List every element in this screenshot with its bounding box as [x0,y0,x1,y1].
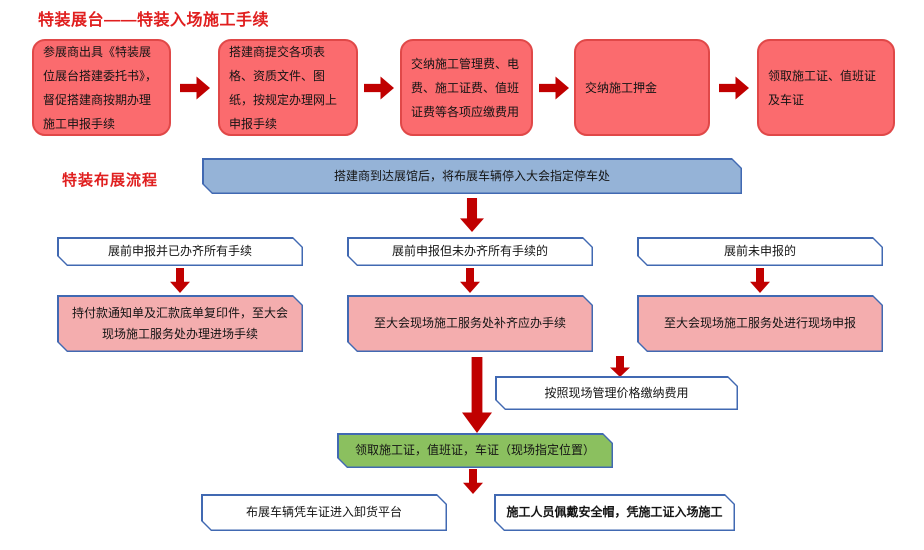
branch-1-action-text: 持付款通知单及汇款底单复印件，至大会现场施工服务处办理进场手续 [59,297,302,351]
pre-entry-step-3: 交纳施工管理费、电费、施工证费、值班证费等各项应缴费用 [400,39,533,136]
branch-1-condition: 展前申报并已办齐所有手续 [57,237,303,266]
pre-entry-step-2: 搭建商提交各项表格、资质文件、图纸，按规定办理网上申报手续 [218,39,358,136]
section-label: 特装布展流程 [62,172,159,189]
arrow-down-icon [462,357,492,433]
onsite-payment-text: 按照现场管理价格缴纳费用 [497,378,737,409]
arrow-right-icon [719,76,749,100]
vehicle-entry-box: 布展车辆凭车证进入卸货平台 [201,494,447,531]
branch-3-condition-text: 展前未申报的 [639,239,882,265]
worker-entry-box: 施工人员佩戴安全帽，凭施工证入场施工 [494,494,735,531]
onsite-payment-box: 按照现场管理价格缴纳费用 [495,376,738,410]
badge-pickup-text: 领取施工证，值班证，车证（现场指定位置） [339,435,612,467]
branch-1-action: 持付款通知单及汇款底单复印件，至大会现场施工服务处办理进场手续 [57,295,303,352]
arrow-down-icon [463,469,483,494]
branch-2-condition: 展前申报但未办齐所有手续的 [347,237,593,266]
branch-1-condition-text: 展前申报并已办齐所有手续 [59,239,302,265]
arrow-down-icon [170,268,190,293]
branch-3-action: 至大会现场施工服务处进行现场申报 [637,295,883,352]
pre-entry-step-4: 交纳施工押金 [574,39,710,136]
pre-entry-step-2-text: 搭建商提交各项表格、资质文件、图纸，按规定办理网上申报手续 [229,44,338,131]
pre-entry-step-4-text: 交纳施工押金 [585,80,658,95]
branch-3-condition: 展前未申报的 [637,237,883,266]
arrow-right-icon [180,76,210,100]
branch-2-action: 至大会现场施工服务处补齐应办手续 [347,295,593,352]
page-title: 特装展台——特装入场施工手续 [38,12,270,29]
arrow-right-icon [539,76,569,100]
branch-3-action-text: 至大会现场施工服务处进行现场申报 [639,297,882,351]
branch-2-condition-text: 展前申报但未办齐所有手续的 [349,239,592,265]
branch-2-action-text: 至大会现场施工服务处补齐应办手续 [349,297,592,351]
arrow-down-icon [460,198,484,232]
pre-entry-step-3-text: 交纳施工管理费、电费、施工证费、值班证费等各项应缴费用 [411,56,520,119]
pre-entry-step-1: 参展商出具《特装展位展台搭建委托书》，督促搭建商按期办理施工申报手续 [32,39,171,136]
arrow-right-icon [364,76,394,100]
arrow-down-icon [610,356,630,377]
pre-entry-step-1-text: 参展商出具《特装展位展台搭建委托书》，督促搭建商按期办理施工申报手续 [43,44,158,131]
arrival-banner-text: 搭建商到达展馆后，将布展车辆停入大会指定停车处 [204,160,741,193]
pre-entry-step-5-text: 领取施工证、值班证及车证 [768,68,877,107]
pre-entry-step-5: 领取施工证、值班证及车证 [757,39,895,136]
vehicle-entry-text: 布展车辆凭车证进入卸货平台 [203,496,446,530]
worker-entry-text: 施工人员佩戴安全帽，凭施工证入场施工 [496,496,734,530]
arrow-down-icon [750,268,770,293]
arrow-down-icon [460,268,480,293]
badge-pickup-box: 领取施工证，值班证，车证（现场指定位置） [337,433,613,468]
arrival-banner: 搭建商到达展馆后，将布展车辆停入大会指定停车处 [202,158,742,194]
